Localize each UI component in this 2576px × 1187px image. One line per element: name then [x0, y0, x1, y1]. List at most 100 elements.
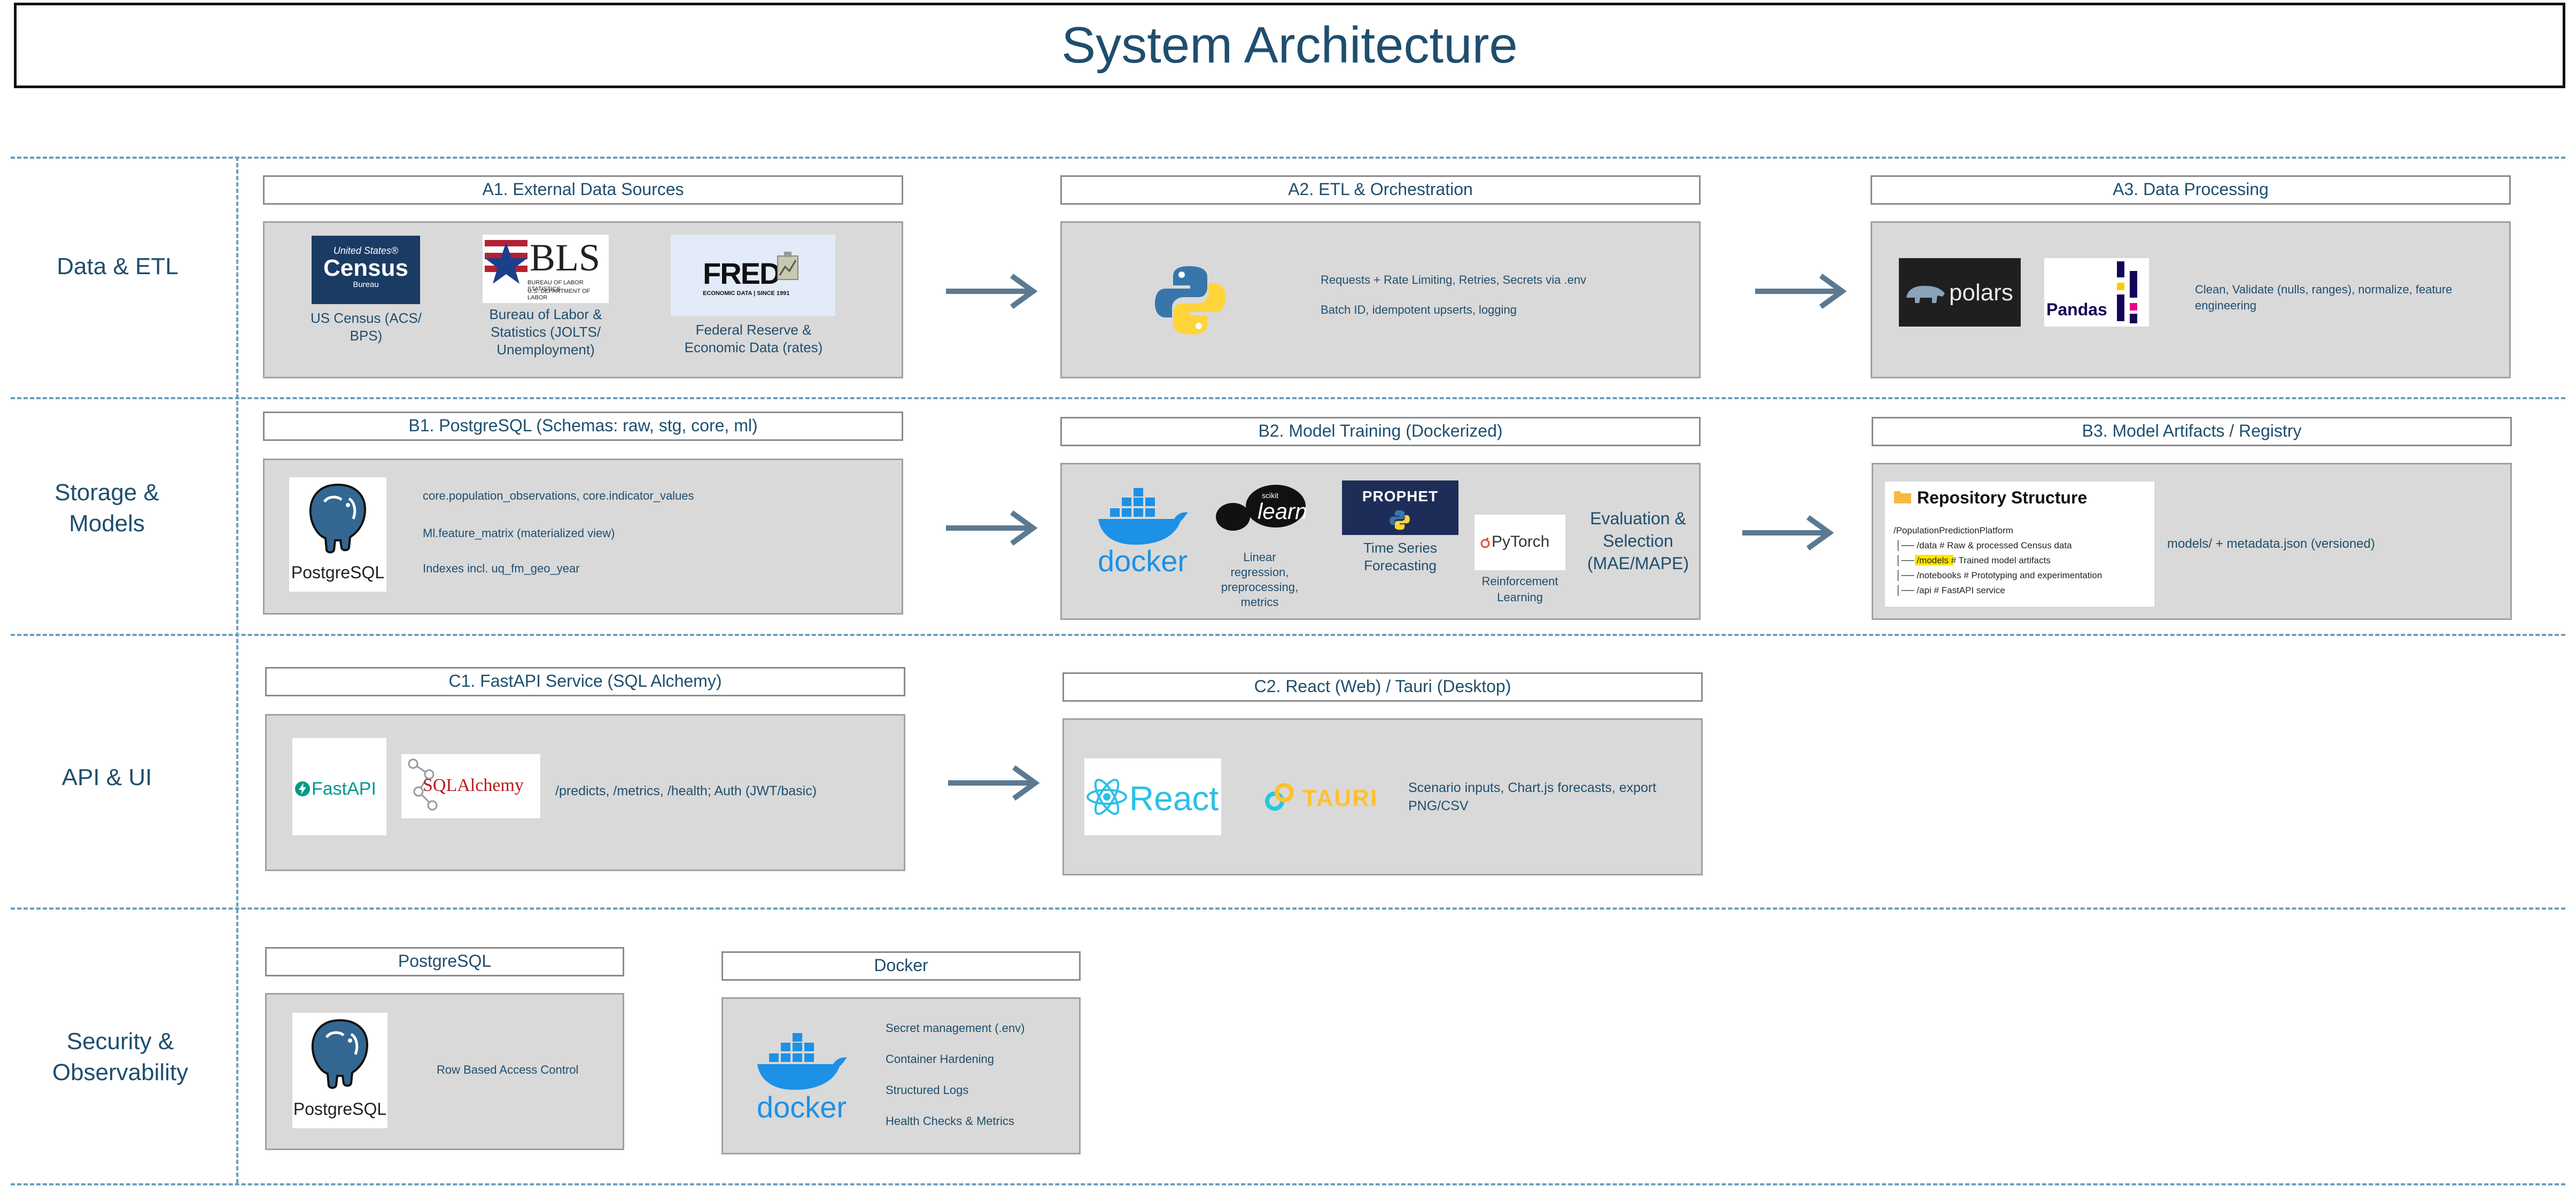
react-atom-icon: [1087, 779, 1127, 815]
row-divider-bottom: [11, 1183, 2565, 1185]
b3-text: models/ + metadata.json (versioned): [2167, 537, 2375, 551]
b2-header: B2. Model Training (Dockerized): [1060, 417, 1701, 446]
python-logo-icon: [1155, 266, 1225, 335]
pandas-bars-icon: [2117, 261, 2137, 323]
bls-star-icon: [485, 238, 527, 286]
d2-line-1: Secret management (.env): [886, 1021, 1025, 1035]
row-label-storage-models: Storage & Models: [0, 477, 214, 539]
c1-header: C1. FastAPI Service (SQL Alchemy): [265, 667, 905, 696]
a2-line-1: Requests + Rate Limiting, Retries, Secre…: [1321, 273, 1587, 286]
a1-panel: United States® Census Bureau US Census (…: [263, 221, 903, 378]
sklearn-small-text: scikit: [1262, 491, 1279, 500]
b3-header: B3. Model Artifacts / Registry: [1872, 417, 2512, 446]
pandas-logo: Pandas: [2044, 258, 2149, 327]
arrow-a1-a2: [946, 273, 1038, 309]
a3-text: Clean, Validate (nulls, ranges), normali…: [2195, 282, 2505, 314]
prophet-caption-line1: Time Series: [1363, 540, 1437, 556]
repository-structure-card: Repository Structure /PopulationPredicti…: [1885, 482, 2154, 607]
fred-logo-text: FRED: [703, 257, 781, 290]
d2-header: Docker: [721, 951, 1081, 981]
d1-panel: PostgreSQL Row Based Access Control: [265, 993, 624, 1150]
d2-line-4: Health Checks & Metrics: [886, 1114, 1014, 1128]
b1-line-2: Ml.feature_matrix (materialized view): [423, 526, 615, 540]
label-column-divider: [236, 157, 238, 1183]
fred-logo-sub: ECONOMIC DATA | SINCE 1991: [703, 290, 790, 297]
c2-text-line1: Scenario inputs, Chart.js forecasts, exp…: [1408, 780, 1657, 795]
census-caption: US Census (ACS/ BPS): [297, 309, 436, 345]
postgres-logo-b1-text: PostgreSQL: [291, 563, 385, 582]
d1-text: Row Based Access Control: [437, 1063, 579, 1076]
b1-header: B1. PostgreSQL (Schemas: raw, stg, core,…: [263, 412, 903, 441]
sklearn-caption-line4: metrics: [1240, 595, 1279, 609]
pytorch-flame-icon: [1480, 538, 1490, 548]
arrow-b1-b2: [946, 510, 1038, 546]
docker-logo-b2-text: docker: [1097, 544, 1188, 578]
row-divider-3: [11, 907, 2565, 910]
d2-panel: docker Secret management (.env) Containe…: [721, 997, 1081, 1154]
postgres-logo-b1: PostgreSQL: [289, 477, 386, 592]
sklearn-caption-line3: preprocessing,: [1221, 580, 1299, 594]
census-logo: United States® Census Bureau: [312, 236, 420, 304]
fred-caption: Federal Reserve & Economic Data (rates): [660, 321, 847, 356]
census-logo-line3: Bureau: [353, 280, 379, 289]
a3-text-line2: engineering: [2195, 299, 2256, 312]
sklearn-caption-line2: regression,: [1230, 565, 1289, 579]
prophet-python-icon: [1390, 510, 1410, 530]
docker-whale-icon: [1098, 488, 1188, 545]
c1-text: /predicts, /metrics, /health; Auth (JWT/…: [555, 783, 817, 798]
arrow-c1-c2: [948, 765, 1040, 801]
docker-logo-b2: docker: [1092, 488, 1193, 579]
evaluation-line1: Evaluation &: [1590, 509, 1686, 528]
bls-logo-text: BLS: [530, 236, 601, 279]
sklearn-caption-line1: Linear: [1243, 550, 1276, 564]
repo-line-4: │── /notebooks # Prototyping and experim…: [1896, 570, 2102, 580]
b3-panel: Repository Structure /PopulationPredicti…: [1872, 463, 2512, 620]
census-caption-line1: US Census (ACS/: [310, 310, 422, 326]
d1-header: PostgreSQL: [265, 947, 624, 976]
evaluation-line3: (MAE/MAPE): [1587, 554, 1689, 573]
row-divider-2: [11, 634, 2565, 636]
row-divider-top: [11, 157, 2565, 159]
prophet-logo: PROPHET: [1342, 480, 1458, 535]
arrow-b2-b3: [1742, 515, 1834, 551]
census-logo-line2: Census: [323, 255, 408, 281]
models-highlight: [1915, 555, 1953, 565]
row-divider-1: [11, 397, 2565, 399]
repo-line-2: │── /data # Raw & processed Census data: [1896, 540, 2072, 550]
bls-logo: BLS BUREAU OF LABOR STATISTICS U.S. DEPA…: [483, 235, 609, 303]
arrow-a2-a3: [1755, 273, 1847, 309]
bls-caption-line3: Unemployment): [496, 342, 595, 358]
a3-text-line1: Clean, Validate (nulls, ranges), normali…: [2195, 283, 2453, 296]
c2-text: Scenario inputs, Chart.js forecasts, exp…: [1408, 779, 1697, 815]
bls-logo-sub2: U.S. DEPARTMENT OF LABOR: [527, 288, 591, 301]
sklearn-caption: Linear regression, preprocessing, metric…: [1206, 550, 1313, 610]
page-title: System Architecture: [1061, 17, 1518, 74]
fred-caption-line2: Economic Data (rates): [684, 339, 823, 355]
docker-logo-d2: docker: [751, 1033, 852, 1129]
a3-panel: polars Pandas Clean, Validate (nulls, ra…: [1871, 221, 2511, 378]
row-label-storage-line2: Models: [69, 510, 145, 537]
row-label-security: Security & Observability: [13, 1026, 227, 1088]
fastapi-logo: FastAPI: [292, 738, 386, 835]
postgres-logo-d1: PostgreSQL: [292, 1013, 387, 1128]
b2-panel: docker scikit learn Linear regression, p…: [1060, 463, 1701, 620]
pytorch-caption-line1: Reinforcement: [1481, 575, 1558, 588]
sklearn-logo-text: learn: [1258, 499, 1308, 524]
b1-panel: PostgreSQL core.population_observations,…: [263, 459, 903, 615]
pandas-logo-text: Pandas: [2046, 300, 2107, 319]
row-label-security-line1: Security &: [66, 1028, 174, 1054]
evaluation-line2: Selection: [1603, 531, 1673, 550]
docker-whale-icon-d2: [757, 1033, 847, 1090]
react-logo-text: React: [1129, 779, 1219, 818]
postgres-elephant-icon-d1: [311, 1019, 369, 1089]
prophet-caption: Time Series Forecasting: [1340, 539, 1461, 575]
title-box: System Architecture: [14, 3, 2565, 88]
a1-header: A1. External Data Sources: [263, 175, 903, 205]
postgres-logo-d1-text: PostgreSQL: [293, 1099, 387, 1119]
sqlalchemy-logo-text: SQLAlchemy: [423, 775, 524, 795]
evaluation-text: Evaluation & Selection (MAE/MAPE): [1575, 507, 1701, 575]
react-logo: React: [1084, 758, 1221, 835]
pytorch-caption: Reinforcement Learning: [1464, 573, 1576, 606]
sqlalchemy-logo: SQLAlchemy: [401, 754, 540, 818]
a3-header: A3. Data Processing: [1871, 175, 2511, 205]
